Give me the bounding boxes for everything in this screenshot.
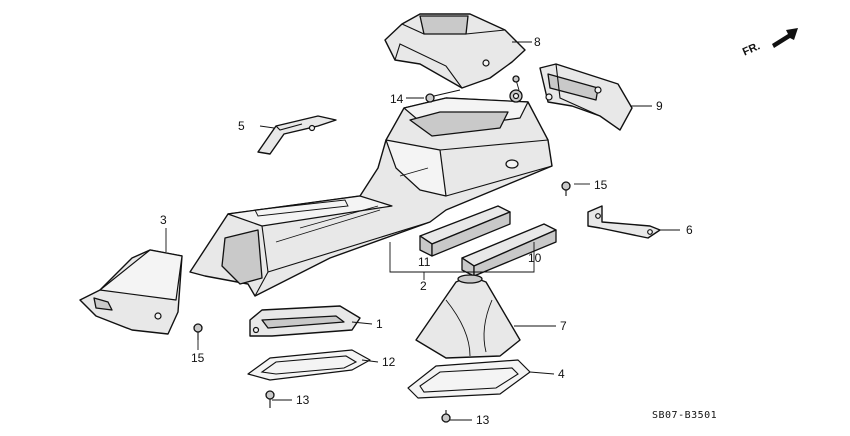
direction-label: FR. (741, 40, 762, 58)
callout-9: 9 (656, 99, 663, 113)
callout-14: 14 (390, 92, 404, 106)
callout-12: 12 (382, 355, 396, 369)
console-body (189, 97, 553, 297)
callout-11: 11 (418, 255, 431, 269)
screw-13-left (265, 390, 275, 408)
front-end-piece (79, 249, 183, 335)
clip-15-lower (193, 323, 203, 340)
callout-2: 2 (420, 279, 427, 293)
trim-piece-11 (419, 205, 511, 257)
callout-5: 5 (238, 119, 245, 133)
callout-13-left: 13 (296, 393, 310, 407)
callout-15-lower: 15 (191, 351, 205, 365)
callout-7: 7 (560, 319, 567, 333)
callout-3: 3 (160, 213, 167, 227)
front-direction-arrow: FR. (741, 28, 798, 58)
rear-panel (539, 63, 633, 131)
grommet (509, 75, 523, 103)
frame-12 (247, 349, 371, 381)
plate-1 (249, 305, 361, 337)
leader-lines (165, 41, 680, 421)
callout-1: 1 (376, 317, 383, 331)
top-cover (384, 13, 526, 89)
shift-boot (415, 274, 521, 359)
small-bracket (257, 115, 337, 155)
callout-4: 4 (558, 367, 565, 381)
boot-frame-4 (407, 359, 531, 399)
callout-15-upper: 15 (594, 178, 608, 192)
callout-10: 10 (528, 251, 542, 265)
screw-14 (425, 89, 461, 103)
diagram-code: SB07-B3501 (652, 410, 717, 421)
callout-6: 6 (686, 223, 693, 237)
callout-8: 8 (534, 35, 541, 49)
clip-15-upper (561, 181, 571, 196)
callout-13-right: 13 (476, 413, 490, 427)
screw-13-right (441, 410, 451, 423)
side-bracket (587, 205, 661, 239)
